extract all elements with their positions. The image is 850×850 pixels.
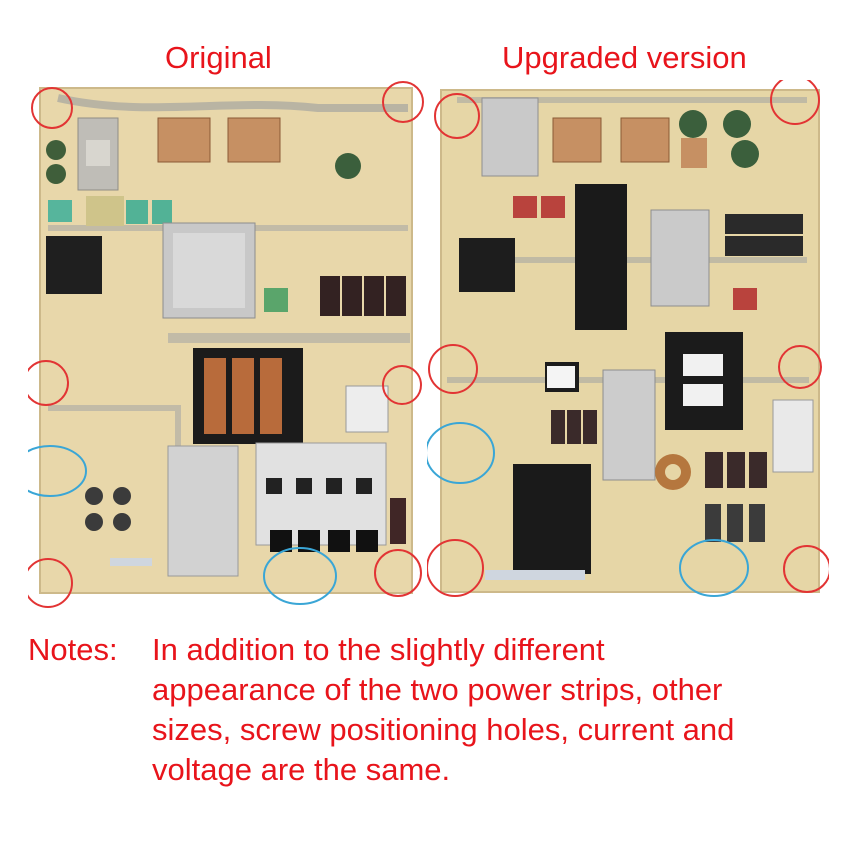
notes-line: In addition to the slightly different [152,632,605,667]
notes-text: In addition to the slightly different ap… [152,630,832,790]
original-label: Original [165,40,272,75]
upgraded-board-photo [427,80,829,597]
upgraded-version-label: Upgraded version [502,40,747,75]
notes-line: appearance of the two power strips, othe… [152,672,723,707]
notes-line: sizes, screw positioning holes, current … [152,712,735,747]
notes-label: Notes: [28,632,118,667]
original-board-photo [28,81,424,608]
notes-line: voltage are the same. [152,752,451,787]
